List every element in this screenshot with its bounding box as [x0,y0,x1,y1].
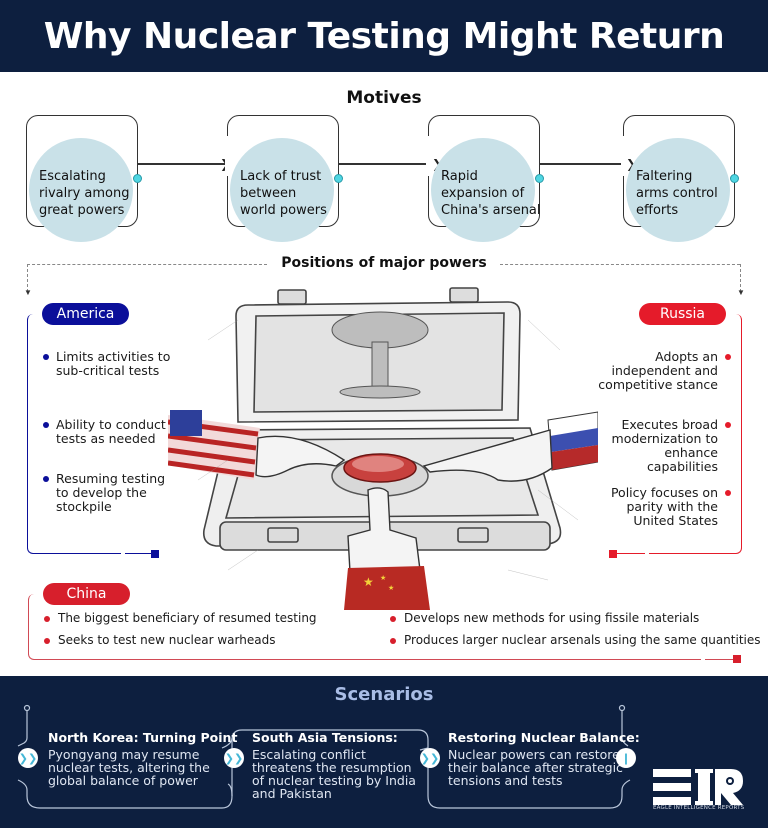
russia-label: Russia [639,303,726,325]
briefcase-button-illustration: ★ ★ ★ [168,287,598,610]
motive-text: Escalating rivalry among great powers [39,169,130,218]
scenarios-title: Scenarios [334,684,434,705]
chevron-right-icon: ❯❯ [224,748,244,768]
motive-card-1: Escalating rivalry among great powers [26,115,142,242]
america-point: Resuming testing to develop the stockpil… [43,472,176,514]
flow-connector [138,163,226,165]
motive-card-3: Rapid expansion of China's arsenal [426,115,544,242]
dashed-line [27,264,267,265]
motive-text: Faltering arms control efforts [636,169,718,218]
svg-text:★: ★ [363,575,374,589]
svg-text:★: ★ [388,584,394,592]
china-point: The biggest beneficiary of resumed testi… [42,611,382,633]
dashed-line [27,264,28,292]
scenario-title: South Asia Tensions: [252,730,398,745]
america-point: Limits activities to sub-critical tests [43,350,176,378]
scenario-connectors [17,704,631,809]
scenario-body: Escalating conflict threatens the resump… [252,747,416,801]
russia-point: Executes broad modernization to enhance … [598,418,731,474]
russia-point: Policy focuses on parity with the United… [598,486,731,528]
flow-connector [339,163,427,165]
motive-circle [230,138,334,242]
connector-dot [730,174,739,183]
china-point: Seeks to test new nuclear warheads [42,633,382,655]
scenarios-panel: Scenarios ❯❯ North Korea: Turning Point … [0,676,768,828]
page-title: Why Nuclear Testing Might Return [43,15,725,57]
bracket-end-square [609,550,617,558]
china-points-left: The biggest beneficiary of resumed testi… [42,611,382,655]
arrow-down-icon: ▼ [737,288,745,297]
brand-name: EAGLE INTELLIGENCE REPORTS [653,805,745,811]
motive-text: Rapid expansion of China's arsenal [441,169,541,218]
america-bracket [27,314,157,554]
scenario-title: Restoring Nuclear Balance: [448,730,640,745]
chevron-right-icon: ❯❯ [18,748,38,768]
header-banner: Why Nuclear Testing Might Return [0,0,768,72]
motive-circle [626,138,730,242]
scenario-card-north-korea: North Korea: Turning Point Pyongyang may… [28,716,237,808]
eir-logo [653,769,743,805]
china-point: Produces larger nuclear arsenals using t… [388,633,768,655]
positions-title: Positions of major powers [281,255,487,271]
america-label: America [42,303,129,325]
scenario-card-nuclear-balance: Restoring Nuclear Balance: Nuclear power… [428,716,640,808]
motive-text: Lack of trust between world powers [240,169,327,218]
arrow-right-icon: ❯ [626,157,637,171]
scenario-body: Pyongyang may resume nuclear tests, alte… [48,747,210,788]
bracket-end-square [733,655,741,663]
svg-text:★: ★ [380,574,386,582]
motive-circle [431,138,535,242]
connector-dot [334,174,343,183]
america-point: Ability to conduct tests as needed [43,418,176,446]
motive-card-4: Faltering arms control efforts [621,115,739,242]
connector-dot [535,174,544,183]
scenario-card-south-asia: South Asia Tensions: Escalating conflict… [232,716,432,808]
china-point: Develops new methods for using fissile m… [388,611,768,633]
scenario-body: Nuclear powers can restore their balance… [448,747,623,788]
connector-dot [133,174,142,183]
bracket-end-square [151,550,159,558]
motive-card-2: Lack of trust between world powers [225,115,343,242]
russia-point: Adopts an independent and competitive st… [598,349,731,392]
china-bracket [28,594,740,660]
scenario-title: North Korea: Turning Point [48,730,238,745]
pause-icon: ❙ [616,748,636,768]
motive-circle [29,138,133,242]
dashed-line [740,264,741,292]
china-label: China [43,583,130,605]
motives-title: Motives [346,88,422,108]
dashed-line [500,264,740,265]
chevron-right-icon: ❯❯ [420,748,440,768]
arrow-down-icon: ▼ [24,288,32,297]
russia-bracket [612,314,742,554]
china-points-right: Develops new methods for using fissile m… [388,611,768,655]
flow-connector [540,163,623,165]
